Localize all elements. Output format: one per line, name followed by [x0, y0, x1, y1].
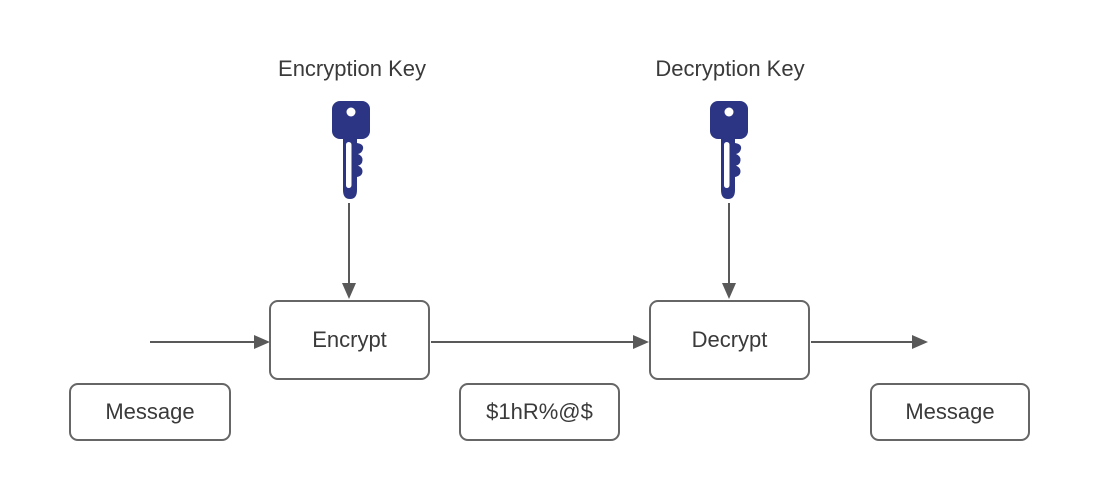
message-input-label: Message — [105, 399, 195, 424]
encryption-key-label: Encryption Key — [278, 56, 426, 81]
arrow-decrypt-to-output — [811, 335, 928, 349]
encrypt-box-label: Encrypt — [312, 327, 387, 352]
ciphertext-box: $1hR%@$ — [459, 383, 620, 441]
message-output-label: Message — [905, 399, 995, 424]
arrow-encrypt-to-decrypt — [431, 335, 649, 349]
decryption-key-label: Decryption Key — [655, 56, 805, 81]
message-input-box: Message — [69, 383, 231, 441]
decrypt-box-label: Decrypt — [691, 327, 768, 352]
arrow-encryption-key-to-encrypt — [342, 203, 356, 299]
ciphertext-label: $1hR%@$ — [486, 399, 593, 424]
message-output-box: Message — [870, 383, 1030, 441]
decrypt-box: Decrypt — [649, 300, 810, 380]
encrypt-box: Encrypt — [269, 300, 430, 380]
arrow-decryption-key-to-decrypt — [722, 203, 736, 299]
key-icon — [332, 101, 370, 199]
arrow-input-to-encrypt — [150, 335, 270, 349]
key-icon — [710, 101, 748, 199]
